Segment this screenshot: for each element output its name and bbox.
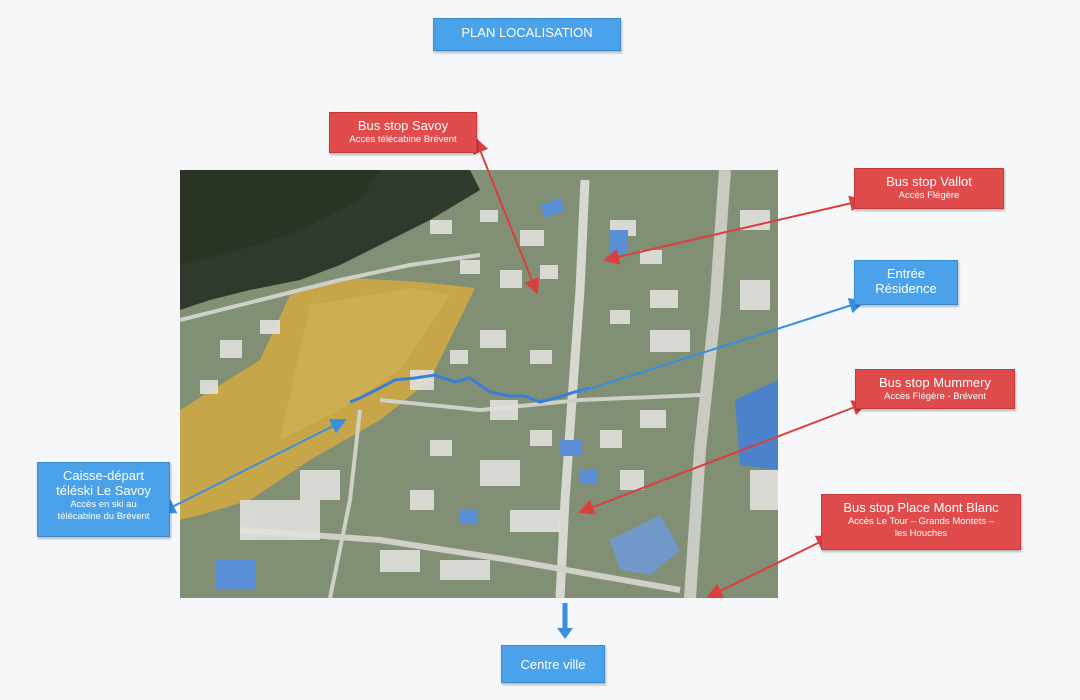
bus-stop-mummery-label: Bus stop Mummery Accès Flégère - Brévent [855,369,1015,409]
bus-stop-mont-blanc-label: Bus stop Place Mont Blanc Accès Le Tour … [821,494,1021,550]
bus-stop-vallot-label: Bus stop Vallot Accès Flégère [854,168,1004,209]
caisse-depart-label: Caisse-départ téléski Le Savoy Accès en … [37,462,170,537]
bus-stop-savoy-label: Bus stop Savoy Acces télécabine Brévent [329,112,477,153]
centre-ville-label: Centre ville [501,645,605,683]
plan-title: PLAN LOCALISATION [433,18,621,51]
aerial-map [180,170,778,598]
entree-residence-label: Entrée Résidence [854,260,958,305]
